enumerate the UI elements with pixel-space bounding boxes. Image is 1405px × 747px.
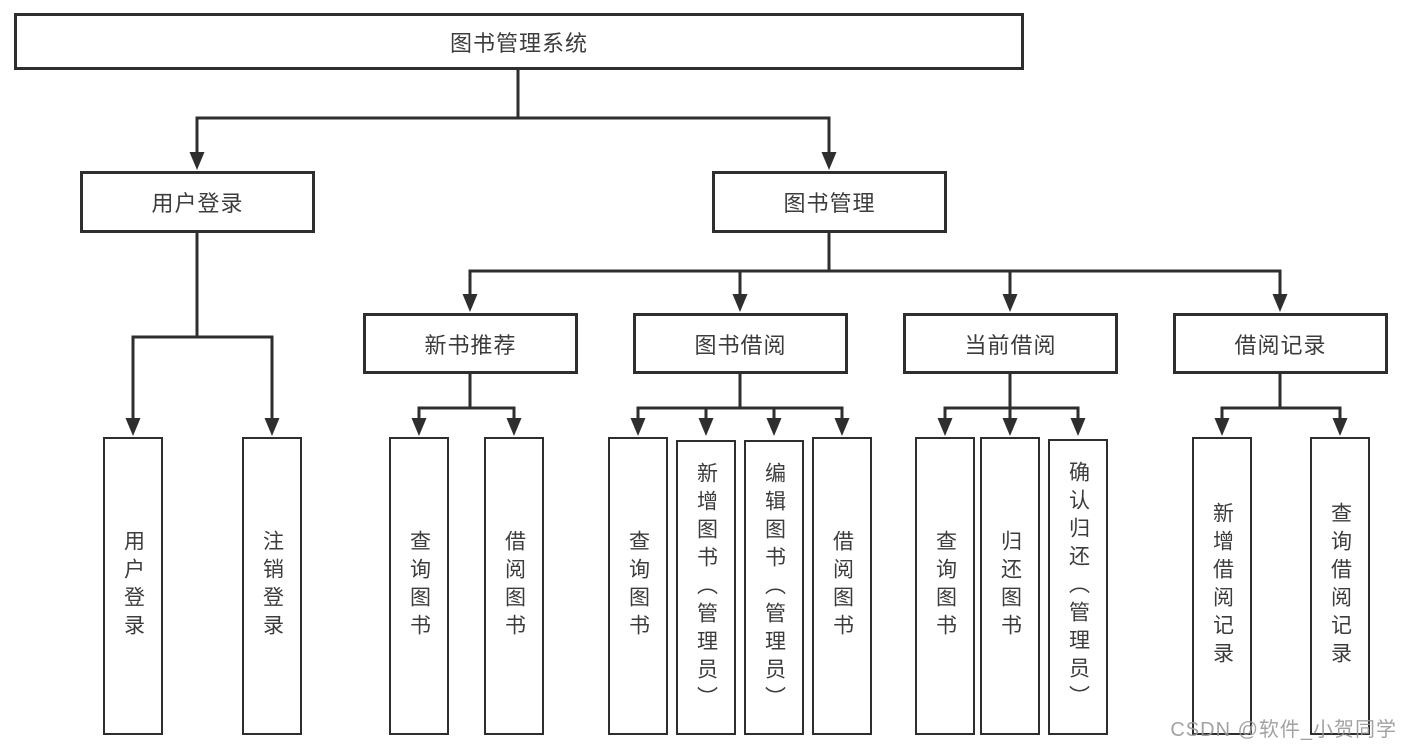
leaf-bb-query-books: 查询图书 — [608, 437, 668, 735]
leaf-cb-return-books: 归还图书 — [980, 437, 1040, 735]
node-label: 查询图书 — [407, 530, 431, 642]
leaf-nb-borrow-books: 借阅图书 — [484, 437, 544, 735]
node-label: 查询图书 — [933, 530, 957, 642]
node-label: 用户登录 — [121, 530, 145, 642]
node-new-book-recommend: 新书推荐 — [363, 313, 578, 374]
leaf-bb-add-book-admin: 新增图书（管理员） — [676, 440, 736, 735]
leaf-br-query-record: 查询借阅记录 — [1310, 437, 1370, 735]
node-label: 用户登录 — [151, 191, 244, 216]
node-label: 查询图书 — [626, 530, 650, 642]
node-label: 归还图书 — [998, 530, 1022, 642]
leaf-bb-edit-book-admin: 编辑图书（管理员） — [744, 440, 804, 735]
leaf-logout: 注销登录 — [242, 437, 302, 735]
leaf-nb-query-books: 查询图书 — [389, 437, 449, 735]
leaf-br-add-record: 新增借阅记录 — [1192, 437, 1252, 735]
leaf-cb-confirm-return-admin: 确认归还（管理员） — [1048, 439, 1108, 735]
leaf-cb-query-books: 查询图书 — [915, 437, 975, 735]
node-label: 图书管理系统 — [449, 30, 588, 56]
leaf-bb-borrow-books: 借阅图书 — [812, 437, 872, 735]
node-label: 确认归还（管理员） — [1066, 461, 1090, 713]
node-label: 新增图书（管理员） — [694, 461, 718, 714]
node-book-management: 图书管理 — [712, 171, 947, 233]
node-label: 当前借阅 — [964, 332, 1057, 358]
node-label: 新书推荐 — [424, 332, 517, 358]
node-label: 借阅图书 — [830, 530, 854, 642]
node-user-login: 用户登录 — [80, 171, 315, 233]
leaf-user-login: 用户登录 — [103, 437, 163, 735]
node-book-borrowing: 图书借阅 — [633, 313, 848, 374]
node-label: 图书借阅 — [694, 332, 787, 358]
node-label: 图书管理 — [783, 191, 876, 216]
connector-arrowheads — [125, 152, 1348, 436]
node-label: 新增借阅记录 — [1210, 502, 1234, 670]
node-label: 注销登录 — [260, 530, 284, 642]
node-library-management-system: 图书管理系统 — [14, 13, 1024, 70]
csdn-watermark: CSDN @软件_小贺同学 — [1170, 719, 1397, 741]
node-label: 借阅图书 — [502, 530, 526, 642]
node-borrowing-records: 借阅记录 — [1173, 313, 1388, 374]
node-label: 借阅记录 — [1234, 332, 1327, 358]
node-current-borrowing: 当前借阅 — [903, 313, 1118, 374]
node-label: 查询借阅记录 — [1328, 502, 1352, 670]
node-label: 编辑图书（管理员） — [762, 461, 786, 714]
